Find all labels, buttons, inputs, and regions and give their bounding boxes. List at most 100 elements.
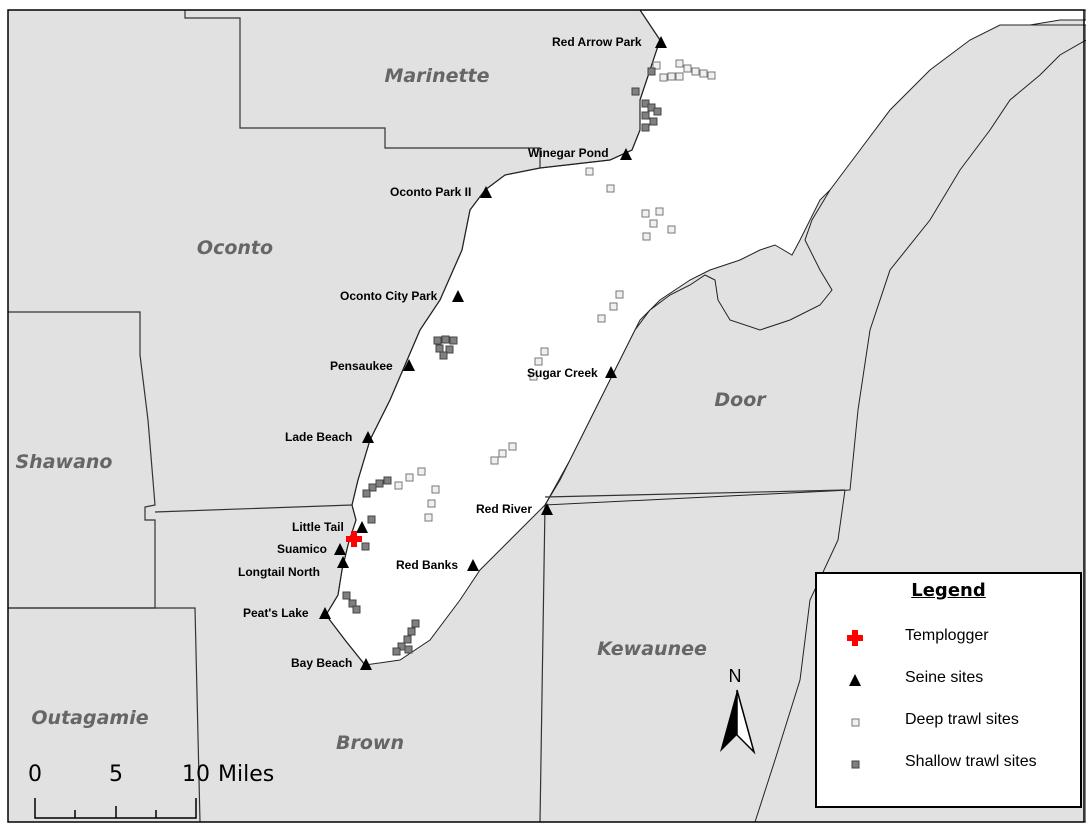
- deep-trawl-site: [508, 442, 517, 451]
- templogger-icon: [847, 630, 863, 646]
- site-label-oconto-city-park: Oconto City Park: [340, 289, 438, 303]
- deep-trawl-site: [691, 67, 700, 76]
- legend-row-shallow-trawl: Shallow trawl sites: [817, 750, 1080, 778]
- shallow-trawl-site: [407, 627, 416, 636]
- shallow-trawl-site: [352, 605, 361, 614]
- shallow-trawl-site: [367, 515, 376, 524]
- site-label-winegar-pond: Winegar Pond: [528, 146, 609, 160]
- shallow-trawl-site: [653, 107, 662, 116]
- seine-site-red-river: [541, 503, 553, 515]
- seine-site-peats-lake: [319, 607, 331, 619]
- seine-site-pensaukee: [403, 359, 415, 371]
- shallow-trawl-site: [411, 619, 420, 628]
- deep-trawl-site: [405, 473, 414, 482]
- deep-trawl-site: [490, 456, 499, 465]
- seine-site-winegar-pond: [620, 148, 632, 160]
- site-label-longtail-north: Longtail North: [238, 565, 320, 579]
- seine-site-suamico: [334, 543, 346, 555]
- county-boundaries: [8, 10, 846, 823]
- legend-row-seine: Seine sites: [817, 666, 1080, 694]
- deep-trawl-site: [675, 72, 684, 81]
- deep-trawl-site: [683, 64, 692, 73]
- map-frame: [7, 9, 1085, 823]
- legend: Legend Templogger Seine sites Deep trawl…: [815, 572, 1082, 808]
- county-label-outagamie: Outagamie: [31, 707, 148, 729]
- deep-trawl-site: [667, 225, 676, 234]
- deep-trawl-site: [609, 302, 618, 311]
- seine-site-oconto-park-ii: [480, 186, 492, 198]
- shallow-trawl-site: [435, 344, 444, 353]
- site-label-peats-lake: Peat's Lake: [243, 606, 309, 620]
- deep-trawl-site: [659, 73, 668, 82]
- north-arrow-left: [720, 690, 737, 752]
- shallow-trawl-site: [641, 111, 650, 120]
- deep-trawl-site: [699, 69, 708, 78]
- deep-trawl-site: [642, 232, 651, 241]
- deep-trawl-site: [652, 61, 661, 70]
- county-label-marinette: Marinette: [384, 65, 489, 87]
- deep-trawl-site: [424, 513, 433, 522]
- deep-trawl-site: [606, 184, 615, 193]
- site-label-suamico: Suamico: [277, 542, 327, 556]
- legend-title: Legend: [911, 580, 986, 601]
- deep-trawl-site: [585, 167, 594, 176]
- seine-site-oconto-city-park: [452, 290, 464, 302]
- deep-trawl-site: [427, 499, 436, 508]
- light-square-icon: [851, 718, 860, 727]
- shallow-trawl-site: [647, 67, 656, 76]
- site-label-pensaukee: Pensaukee: [330, 359, 393, 373]
- legend-row-deep-trawl: Deep trawl sites: [817, 708, 1080, 736]
- shallow-trawl-site: [383, 476, 392, 485]
- scale-tick-label-10: 10: [182, 762, 210, 787]
- deep-trawl-sites: [394, 59, 716, 522]
- templogger-marker: [346, 531, 362, 547]
- county-label-shawano: Shawano: [16, 451, 113, 473]
- site-labels: Red Arrow Park Winegar Pond Oconto Park …: [238, 35, 642, 670]
- shallow-trawl-site: [362, 489, 371, 498]
- county-label-door: Door: [714, 389, 767, 411]
- seine-site-longtail-north: [337, 556, 349, 568]
- seine-site-red-banks: [467, 559, 479, 571]
- shallow-trawl-site: [649, 117, 658, 126]
- shallow-trawl-site: [392, 647, 401, 656]
- north-arrow: N: [720, 666, 756, 755]
- north-arrow-label: N: [729, 666, 742, 686]
- site-label-lade-beach: Lade Beach: [285, 430, 352, 444]
- seine-site-little-tail: [356, 521, 368, 533]
- scale-tick-label-5: 5: [109, 762, 123, 787]
- shallow-trawl-site: [375, 479, 384, 488]
- door-inner-shore: [544, 24, 1086, 506]
- legend-label-deep-trawl: Deep trawl sites: [905, 711, 1019, 728]
- shallow-trawl-sites: [342, 67, 662, 656]
- deep-trawl-site: [529, 372, 538, 381]
- legend-row-templogger: Templogger: [817, 624, 1080, 652]
- legend-label-templogger: Templogger: [905, 627, 989, 644]
- seine-site-sugar-creek: [605, 366, 617, 378]
- shallow-trawl-site: [403, 635, 412, 644]
- deep-trawl-site: [534, 357, 543, 366]
- scale-unit-label: Miles: [218, 762, 274, 787]
- deep-trawl-site: [417, 467, 426, 476]
- deep-trawl-site: [615, 290, 624, 299]
- legend-label-shallow-trawl: Shallow trawl sites: [905, 753, 1037, 770]
- shallow-trawl-site: [441, 335, 450, 344]
- deep-trawl-site: [540, 347, 549, 356]
- deep-trawl-site: [655, 207, 664, 216]
- shallow-trawl-site: [445, 345, 454, 354]
- deep-trawl-site: [641, 209, 650, 218]
- shallow-trawl-site: [449, 336, 458, 345]
- county-label-brown: Brown: [336, 732, 404, 754]
- seine-site-lade-beach: [362, 431, 374, 443]
- shallow-trawl-site: [439, 351, 448, 360]
- north-arrow-right: [736, 689, 756, 755]
- deep-trawl-site: [498, 449, 507, 458]
- site-label-sugar-creek: Sugar Creek: [527, 366, 598, 380]
- shallow-trawl-site: [361, 542, 370, 551]
- site-label-little-tail: Little Tail: [292, 520, 344, 534]
- shallow-trawl-site: [342, 591, 351, 600]
- seine-sites: [319, 36, 667, 670]
- deep-trawl-site: [675, 59, 684, 68]
- seine-site-bay-beach: [360, 658, 372, 670]
- legend-label-seine: Seine sites: [905, 669, 984, 686]
- deep-trawl-site: [597, 314, 606, 323]
